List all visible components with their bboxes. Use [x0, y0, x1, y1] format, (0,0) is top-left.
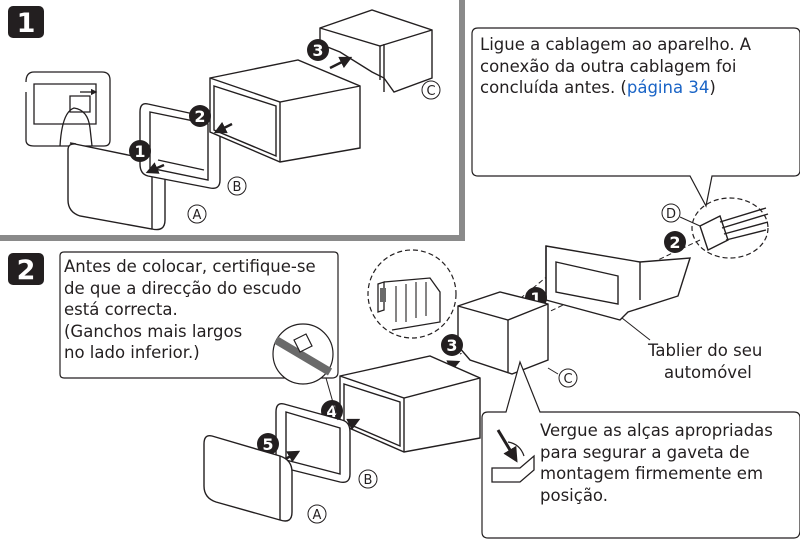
label-c-step2: [558, 368, 578, 388]
callout-line: Tablier do seu: [648, 341, 763, 360]
finger-release-detail: [25, 71, 111, 147]
svg-text:D: D: [666, 207, 676, 222]
callout-text-top-right: Ligue a cablagem ao aparelho. A conexão …: [480, 34, 751, 99]
label-b-step1: [227, 176, 247, 196]
label-c-step1: [421, 80, 441, 100]
step1-badge: 1: [8, 6, 44, 39]
label-a-step1: [187, 204, 207, 224]
svg-text:A: A: [313, 508, 322, 523]
callout-text-left: Antes de colocar, certifique-se de que a…: [64, 256, 316, 364]
callout-line: está correcta.: [64, 300, 178, 319]
svg-text:C: C: [563, 372, 572, 387]
mounting-sleeve-c-step1: [319, 9, 433, 93]
callout-line: Antes de colocar, certifique-se: [64, 257, 316, 276]
dashboard: [545, 245, 691, 321]
callout-line: de que a direcção do escudo: [64, 278, 302, 298]
svg-text:5: 5: [262, 435, 273, 454]
svg-text:B: B: [233, 180, 242, 195]
arrow-1-step1: 1: [129, 140, 165, 174]
label-a-step2: [307, 504, 327, 524]
step1-frame: [0, 0, 465, 241]
arrow-2-step1: 2: [189, 105, 233, 134]
page-reference-link[interactable]: página 34: [626, 78, 710, 97]
arrow-3-step1: 3: [307, 39, 353, 70]
callout-line: (Ganchos mais largos: [64, 321, 243, 341]
head-unit-step1: [209, 59, 361, 163]
label-b-step2: [358, 469, 378, 489]
callout-line: conexão da outra cablagem foi: [480, 56, 737, 76]
callout-text-bottom-right: Vergue as alças apropriadas para segurar…: [540, 420, 773, 506]
svg-text:1: 1: [134, 142, 145, 161]
callout-line: Ligue a cablagem ao aparelho. A: [480, 35, 752, 54]
svg-text:C: C: [426, 84, 435, 99]
mounting-sleeve-c-step2: [457, 291, 549, 375]
trim-ring-b-step2: [275, 402, 351, 484]
callout-box-bottom-right: [481, 360, 800, 539]
sleeve-detail-inset: [367, 249, 457, 339]
head-unit-step2: [339, 355, 481, 453]
faceplate-a-step2: [203, 434, 293, 522]
svg-text:2: 2: [194, 107, 205, 126]
callout-text-dashboard: Tablier do seu automóvel: [648, 340, 762, 383]
svg-text:B: B: [364, 473, 373, 488]
svg-text:3: 3: [446, 336, 457, 355]
bend-tab-illustration: [491, 429, 535, 483]
svg-text:A: A: [193, 208, 202, 223]
svg-text:3: 3: [312, 41, 323, 60]
callout-line: concluída antes. (página 34): [480, 77, 751, 99]
callout-line: posição.: [540, 485, 608, 505]
hook-detail-inset: [272, 323, 334, 385]
callout-line: Vergue as alças apropriadas: [540, 421, 773, 440]
callout-line: no lado inferior.): [64, 343, 200, 362]
callout-line-prefix: concluída antes. (: [480, 78, 627, 97]
svg-text:1: 1: [17, 8, 36, 39]
callout-line-suffix: ): [709, 78, 716, 97]
callout-line: montagem firmemente em: [540, 464, 764, 483]
svg-text:2: 2: [669, 233, 680, 252]
label-d: [661, 203, 681, 223]
callout-box-left: [59, 251, 339, 379]
svg-text:2: 2: [17, 255, 36, 286]
svg-text:1: 1: [530, 289, 541, 308]
arrow-2-step2: 2: [664, 231, 686, 253]
connector-d: [691, 197, 769, 259]
svg-text:4: 4: [326, 402, 337, 421]
callout-line: para segurar a gaveta de: [540, 442, 750, 462]
callout-line: automóvel: [664, 362, 752, 382]
step2-badge: 2: [8, 253, 44, 286]
